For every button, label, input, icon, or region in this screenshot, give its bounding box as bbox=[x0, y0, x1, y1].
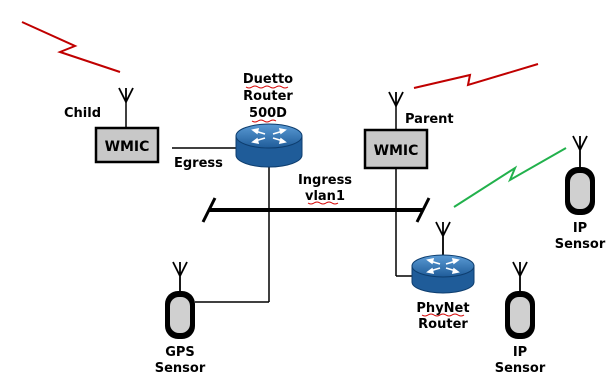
parent-label: Parent bbox=[405, 112, 454, 127]
ip-sensor-right-label-line2: Sensor bbox=[555, 237, 606, 252]
router-icon bbox=[411, 254, 475, 294]
spellcheck-underline bbox=[421, 313, 465, 317]
spellcheck-underline bbox=[251, 119, 277, 123]
router-name-line1: Duetto bbox=[243, 72, 293, 87]
wireless-link-child-icon bbox=[21, 21, 121, 73]
router-icon bbox=[235, 123, 303, 168]
phynet-label-line2: Router bbox=[418, 317, 468, 332]
spellcheck-underline bbox=[245, 85, 289, 89]
spellcheck-underline bbox=[307, 201, 339, 205]
router-name-line2: Router bbox=[243, 89, 293, 104]
sensor-icon bbox=[505, 291, 535, 339]
ip-sensor-right-label-line1: IP bbox=[573, 221, 587, 236]
antenna-icon bbox=[388, 91, 404, 109]
wireless-link-sensor-icon bbox=[453, 147, 567, 208]
antenna-icon bbox=[172, 261, 188, 292]
network-wires bbox=[125, 102, 414, 303]
phynet-label-line1: PhyNet bbox=[416, 301, 469, 316]
ip-sensor-bottom-label-line1: IP bbox=[513, 345, 527, 360]
ethernet-bus bbox=[201, 197, 431, 223]
antenna-icon bbox=[572, 135, 588, 168]
ingress-label-line1: Ingress bbox=[298, 173, 352, 188]
wireless-link-parent-icon bbox=[413, 63, 539, 89]
gps-sensor-label-line2: Sensor bbox=[155, 361, 206, 376]
antenna-icon bbox=[512, 261, 528, 292]
ingress-label-line2: vlan1 bbox=[305, 189, 345, 204]
child-label: Child bbox=[64, 106, 101, 121]
wmic-right: WMIC bbox=[363, 128, 429, 170]
router-name-line3: 500D bbox=[249, 106, 287, 121]
ip-sensor-bottom-label-line2: Sensor bbox=[495, 361, 546, 376]
gps-sensor-label-line1: GPS bbox=[165, 345, 195, 360]
antenna-icon bbox=[435, 221, 451, 256]
egress-label: Egress bbox=[174, 156, 223, 171]
wmic-left: WMIC bbox=[94, 126, 160, 164]
antenna-icon bbox=[118, 87, 134, 105]
sensor-icon bbox=[165, 291, 195, 339]
wmic-left-label: WMIC bbox=[105, 139, 150, 155]
wmic-right-label: WMIC bbox=[374, 143, 419, 159]
sensor-icon bbox=[565, 167, 595, 215]
